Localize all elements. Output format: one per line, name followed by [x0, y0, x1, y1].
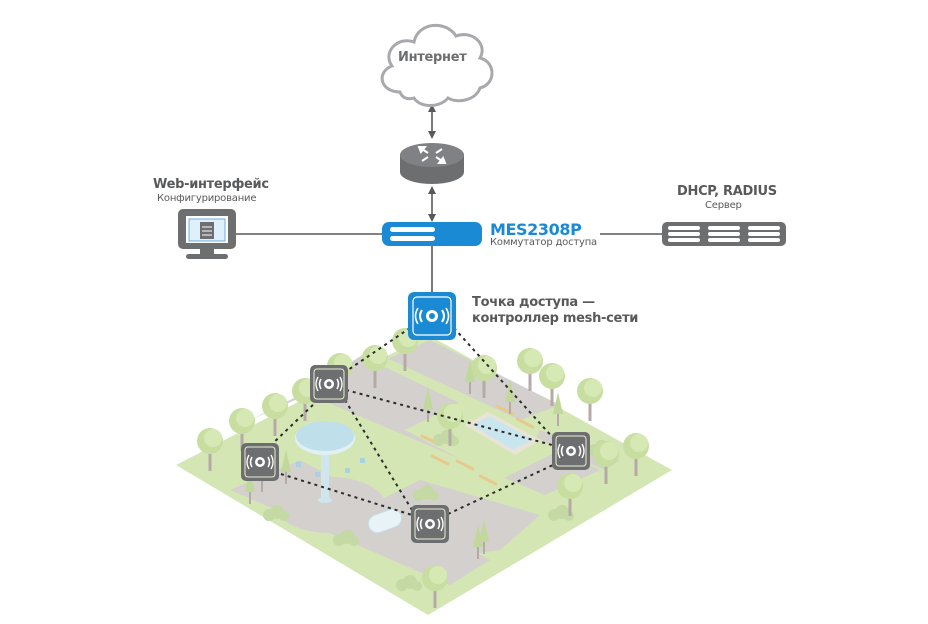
switch-icon [382, 222, 482, 246]
switch-subtitle: Коммутатор доступа [490, 237, 597, 248]
mesh-links [267, 327, 556, 516]
capsule [367, 508, 403, 534]
fountain-pool [472, 416, 533, 450]
switch-model: MES2308P [490, 220, 582, 239]
web-interface-subtitle: Конфигурирование [157, 193, 257, 204]
controller-ap-label-line1: Точка доступа — [472, 295, 595, 310]
wifi-access-point-icon [315, 376, 343, 392]
wifi-access-point-icon [416, 516, 444, 532]
mesh-link [344, 327, 411, 373]
mesh-access-point[interactable] [552, 432, 590, 470]
server [662, 222, 786, 246]
wired-links [236, 104, 664, 292]
wifi-access-point-icon [414, 307, 450, 325]
mesh-link [344, 399, 413, 511]
road-main [250, 340, 560, 420]
mesh-link [447, 464, 554, 515]
mesh-access-point[interactable] [310, 365, 348, 403]
mesh-link [267, 399, 319, 449]
cloud-icon [380, 23, 494, 107]
mesh-link [280, 473, 413, 516]
server-title: DHCP, RADIUS [677, 184, 777, 199]
internet-label: Интернет [398, 50, 467, 65]
web-interface-monitor [178, 209, 236, 259]
web-interface-title: Web-интерфейс [153, 177, 269, 192]
wifi-access-point-icon [246, 454, 274, 470]
plaza [275, 477, 385, 533]
controller-access-point[interactable] [408, 292, 456, 340]
wifi-access-point-icon [557, 443, 585, 459]
router [400, 143, 464, 184]
mesh-link [345, 389, 553, 446]
server-subtitle: Сервер [705, 200, 742, 211]
router-icon [417, 146, 447, 164]
carousel [295, 421, 365, 503]
controller-ap-label-line2: контроллер mesh-сети [472, 311, 639, 326]
switch [382, 222, 482, 246]
mesh-access-point[interactable] [411, 505, 449, 543]
internet-cloud [380, 23, 494, 107]
mesh-access-point[interactable] [241, 443, 279, 481]
